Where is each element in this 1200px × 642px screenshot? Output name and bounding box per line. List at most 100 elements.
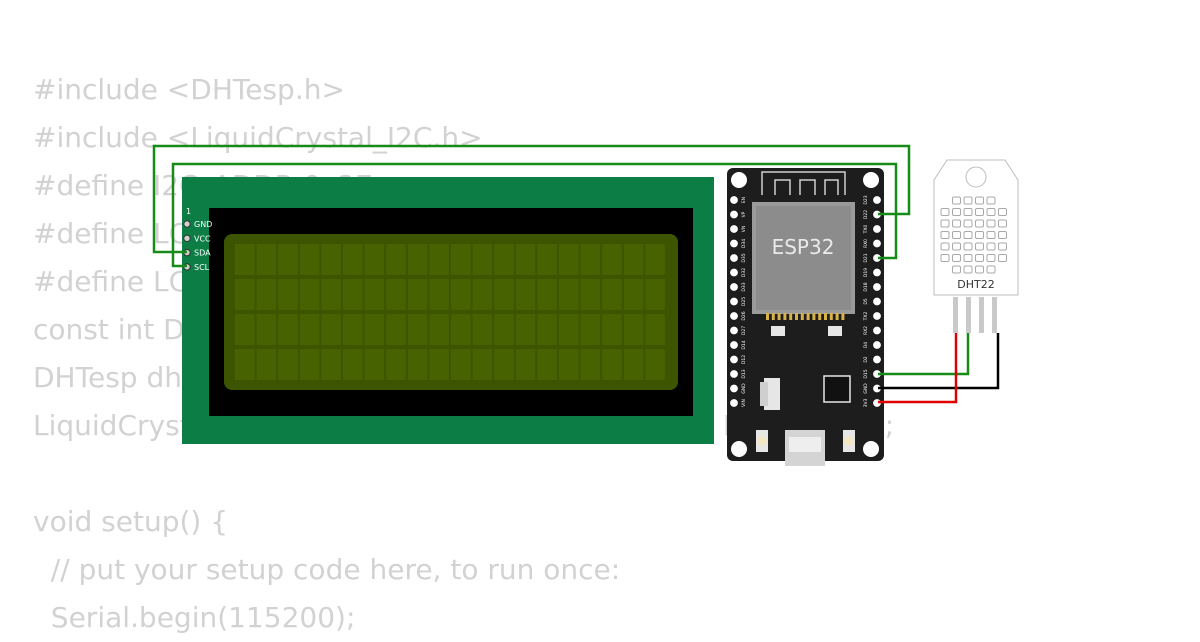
esp32-pin-d4[interactable] <box>872 340 882 350</box>
grille-slot <box>986 208 996 216</box>
lcd-cell <box>559 314 579 345</box>
lcd-cell <box>645 279 665 310</box>
module-pad <box>766 313 769 320</box>
grille-slot <box>940 231 950 239</box>
esp32-pin-d12[interactable] <box>729 354 739 365</box>
grille-slot <box>952 254 961 262</box>
lcd-cell <box>494 349 514 380</box>
lcd-cell <box>299 279 320 310</box>
grille-slot <box>952 219 961 228</box>
esp32-board[interactable]: ESP32 ENVPVND34D35D32D33D25D26D27D14D12D… <box>727 168 884 466</box>
esp32-pin-d2[interactable] <box>872 354 882 365</box>
grille-slot <box>975 231 984 239</box>
lcd-cell <box>321 314 341 345</box>
esp32-shield <box>756 206 851 310</box>
grille-slot <box>952 208 961 216</box>
esp32-pin-label: D15 <box>863 369 869 378</box>
esp32-pin-d32[interactable] <box>729 267 739 278</box>
lcd-pin-vcc[interactable] <box>183 234 191 243</box>
code-line: void setup() { <box>33 505 229 538</box>
wire-sda[interactable] <box>152 144 911 254</box>
en-button-cap[interactable] <box>844 436 854 446</box>
lcd-cell <box>537 244 557 275</box>
esp32-pin-label: VIN <box>741 399 747 407</box>
grille-slot <box>940 242 950 251</box>
lcd-cell <box>559 349 579 380</box>
lcd-cell <box>451 279 471 310</box>
esp32-pin-d13[interactable] <box>729 369 739 379</box>
grille-slot <box>940 208 950 216</box>
module-pad <box>818 313 822 320</box>
dht22-grille <box>940 196 1007 274</box>
lcd-cell <box>278 279 298 310</box>
esp32-pin-gnd[interactable] <box>729 383 739 394</box>
esp32-pin-tx2[interactable] <box>872 311 882 321</box>
grille-slot <box>963 242 973 251</box>
lcd-cell <box>515 279 536 310</box>
lcd-cell <box>537 279 557 310</box>
esp32-pin-d35[interactable] <box>729 253 739 263</box>
lcd-cell <box>580 314 601 345</box>
lcd-cell <box>407 279 428 310</box>
esp32-pin-d25[interactable] <box>729 296 739 307</box>
esp32-pin-tx0[interactable] <box>872 224 882 234</box>
lcd-cell <box>472 349 493 380</box>
esp32-pin-en[interactable] <box>729 195 739 205</box>
esp32-pin-d27[interactable] <box>729 325 739 336</box>
esp32-pin-d23[interactable] <box>872 195 882 205</box>
esp32-pin-label: D2 <box>863 356 869 362</box>
lcd-character-grid <box>235 244 665 380</box>
lcd-cell <box>256 279 277 310</box>
lcd-cell <box>235 279 255 310</box>
lcd-pin-gnd[interactable] <box>183 220 191 228</box>
lcd-pin-label: VCC <box>194 234 211 243</box>
lcd-cell <box>537 349 557 380</box>
dht22-label: DHT22 <box>957 278 994 291</box>
esp32-pin-rx0[interactable] <box>872 238 882 249</box>
esp32-pin-d14[interactable] <box>729 340 739 350</box>
boot-button-cap[interactable] <box>757 436 767 446</box>
code-line: #include <DHTesp.h> <box>33 73 345 106</box>
lcd-cell <box>472 244 493 275</box>
esp32-pin-d34[interactable] <box>729 238 739 249</box>
wire-gnd[interactable] <box>878 333 1000 390</box>
wire-scl[interactable] <box>171 162 898 268</box>
esp32-pin-vn[interactable] <box>729 224 739 234</box>
mount-hole-icon <box>731 172 747 188</box>
esp32-pin-d26[interactable] <box>729 311 739 321</box>
esp32-pin-label: D5 <box>863 298 869 304</box>
esp32-pin-vin[interactable] <box>729 398 739 408</box>
module-pad <box>771 313 775 320</box>
lcd-cell <box>278 244 298 275</box>
esp32-pin-label: D22 <box>863 210 869 219</box>
esp32-pin-label: D18 <box>863 282 869 291</box>
module-pad <box>841 313 845 320</box>
grille-slot <box>940 254 950 262</box>
esp32-pin-d18[interactable] <box>872 282 882 292</box>
dht22-pin-vcc <box>953 297 958 333</box>
esp32-pin-label: GND <box>863 383 869 394</box>
esp32-pin-vp[interactable] <box>729 209 739 220</box>
lcd-cell <box>278 314 298 345</box>
grille-slot <box>975 265 984 274</box>
esp32-pin-label: D4 <box>863 342 869 348</box>
esp32-pin-d19[interactable] <box>872 267 882 278</box>
esp32-pin-label: VP <box>741 211 747 217</box>
dht22-sensor[interactable]: DHT22 <box>933 159 1019 333</box>
lcd-cell <box>407 314 428 345</box>
esp32-pin-label: VN <box>741 226 747 232</box>
lcd-cell <box>602 244 622 275</box>
esp32-pin-rx2[interactable] <box>872 325 882 336</box>
lcd-cell <box>364 244 385 275</box>
esp32-pin-d33[interactable] <box>729 282 739 292</box>
grille-slot <box>998 208 1007 216</box>
lcd-cell <box>299 244 320 275</box>
wire-dht-data[interactable] <box>878 333 970 376</box>
lcd-cell <box>429 349 449 380</box>
wire-vcc[interactable] <box>878 333 958 404</box>
esp32-pin-d5[interactable] <box>872 296 882 307</box>
voltage-regulator-tab <box>760 382 768 406</box>
grille-slot <box>998 219 1007 228</box>
dht22-hole-icon <box>965 166 987 188</box>
